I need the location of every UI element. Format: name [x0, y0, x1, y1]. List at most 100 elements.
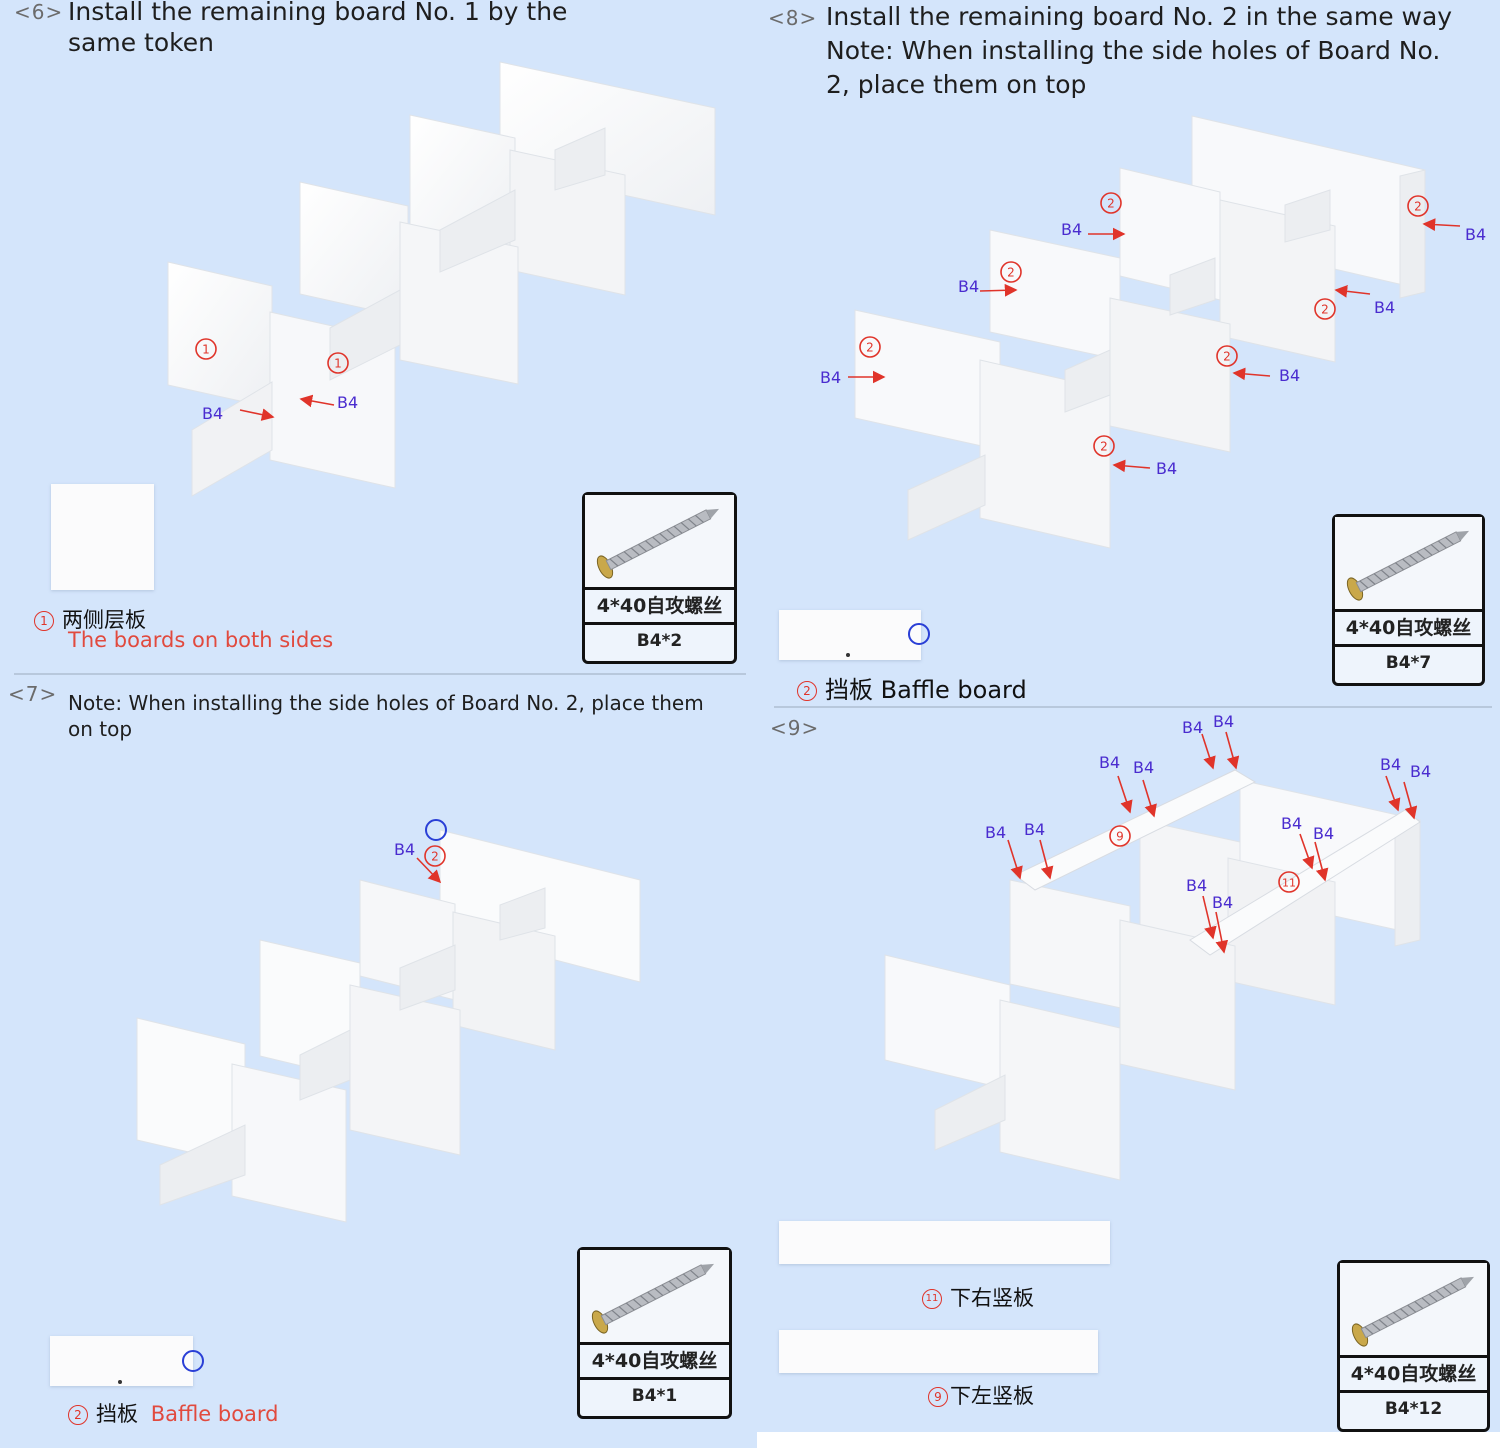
board-panel [999, 999, 1121, 1181]
part-board-1-image [51, 484, 154, 590]
b4-label: B4 [1156, 459, 1178, 478]
board-panel [884, 954, 1011, 1091]
part-board-11-image [779, 1221, 1110, 1264]
divider-board [934, 1074, 1006, 1151]
screw-quantity: B4*1 [631, 1386, 678, 1406]
b4-label: B4 [1186, 876, 1208, 895]
screw-name: 4*40自攻螺丝 [1335, 612, 1482, 647]
callout-2: 2 [1100, 440, 1108, 454]
screw-arrow [1142, 779, 1157, 818]
b4-label: B4 [1281, 814, 1303, 833]
screw-arrow [299, 394, 335, 408]
step8-title-line3: 2, place them on top [826, 70, 1087, 99]
step7-note-line1: Note: When installing the side holes of … [68, 691, 704, 715]
board-panel [1394, 819, 1421, 947]
screw-arrow [416, 857, 442, 884]
screw-hole-target [182, 1350, 204, 1372]
b4-label: B4 [1099, 753, 1121, 772]
screw-arrow [1422, 218, 1461, 232]
screw-name: 4*40自攻螺丝 [1340, 1358, 1487, 1393]
board-panel [1399, 169, 1426, 299]
screw-icon [591, 1263, 715, 1334]
screw-hole-target [908, 623, 930, 645]
part-board-2-image [50, 1336, 193, 1386]
callout-1-right: 1 [334, 357, 342, 371]
board-hole-dot [846, 653, 850, 657]
step8-assembly-illustration: 2 2 2 2 2 2 2 [848, 115, 1461, 549]
b4-label: B4 [1061, 220, 1083, 239]
step7-number: <7> [8, 682, 58, 706]
screw-arrow [1385, 775, 1401, 812]
part-board-9-image [779, 1330, 1098, 1373]
step6-title-line2: same token [68, 28, 214, 57]
step6-title-line1: Install the remaining board No. 1 by the [68, 0, 568, 26]
divider-board [299, 1029, 351, 1101]
divider-board [907, 454, 986, 541]
callout-2: 2 [1321, 303, 1329, 317]
b4-label: B4 [202, 404, 224, 423]
callout-2: 2 [1007, 266, 1015, 280]
screw-arrow [1299, 833, 1315, 870]
part-en-name: The boards on both sides [68, 628, 334, 652]
screw-box-step8: 4*40自攻螺丝 B4*7 [1332, 514, 1485, 686]
screw-name: 4*40自攻螺丝 [580, 1345, 729, 1380]
part-number-badge: 11 [922, 1289, 942, 1309]
top-rail-board-9 [1014, 769, 1257, 891]
part-cn-name: 两侧层板 [62, 608, 146, 632]
part-number-badge: 2 [68, 1405, 88, 1425]
part-cn-name: 下左竖板 [950, 1384, 1034, 1408]
screw-arrow [1314, 841, 1329, 882]
screw-quantity: B4*7 [1385, 653, 1432, 673]
top-rail-board-11 [1189, 809, 1421, 956]
board-panel [1009, 879, 1131, 1011]
screw-arrow [1334, 284, 1371, 298]
divider-board [554, 127, 606, 191]
part-cn-name: 挡板 [96, 1402, 138, 1426]
callout-2: 2 [431, 850, 439, 864]
divider-board [159, 1124, 246, 1206]
part-number-badge: 1 [34, 611, 54, 631]
b4-label: B4 [1182, 718, 1204, 737]
divider-board [439, 189, 516, 273]
part-cn-name: 挡板 [825, 676, 873, 704]
b4-label: B4 [820, 368, 842, 387]
screw-box-step9: 4*40自攻螺丝 B4*12 [1337, 1260, 1490, 1432]
divider-board [499, 887, 546, 941]
b4-label: B4 [1313, 824, 1335, 843]
b4-label: B4 [1213, 712, 1235, 731]
screw-arrow [1039, 839, 1054, 880]
screw-box-step7: 4*40自攻螺丝 B4*1 [577, 1247, 732, 1419]
divider-board [191, 381, 273, 497]
part-en-name: Baffle board [880, 676, 1027, 704]
divider-board [329, 289, 401, 381]
divider-horizontal-right [774, 706, 1492, 708]
b4-label: B4 [1465, 225, 1487, 244]
step8-number: <8> [768, 6, 818, 30]
screw-arrow [979, 283, 1018, 297]
screw-name: 4*40自攻螺丝 [585, 590, 734, 625]
b4-label: B4 [394, 840, 416, 859]
divider-board [1064, 349, 1111, 413]
callout-2: 2 [1414, 200, 1422, 214]
callout-9: 9 [1116, 830, 1124, 844]
part-number-badge: 9 [928, 1387, 948, 1407]
screw-quantity: B4*2 [636, 631, 683, 651]
screw-hole-target [425, 819, 447, 841]
part-en-name: Baffle board [150, 1402, 279, 1426]
step8-title-line2: Note: When installing the side holes of … [826, 36, 1441, 65]
part-label-2: 2 挡板 Baffle board [68, 1398, 279, 1428]
b4-label: B4 [1133, 758, 1155, 777]
board-hole-dot [118, 1380, 122, 1384]
divider-board [1284, 189, 1331, 243]
divider-horizontal-left [14, 673, 746, 675]
callout-1-left: 1 [202, 343, 210, 357]
callout-2: 2 [1107, 197, 1115, 211]
divider-board [399, 944, 456, 1011]
screw-arrow [1225, 731, 1240, 770]
b4-label: B4 [1212, 893, 1234, 912]
b4-label: B4 [985, 823, 1007, 842]
callout-2: 2 [866, 341, 874, 355]
step9-number: <9> [770, 716, 820, 740]
